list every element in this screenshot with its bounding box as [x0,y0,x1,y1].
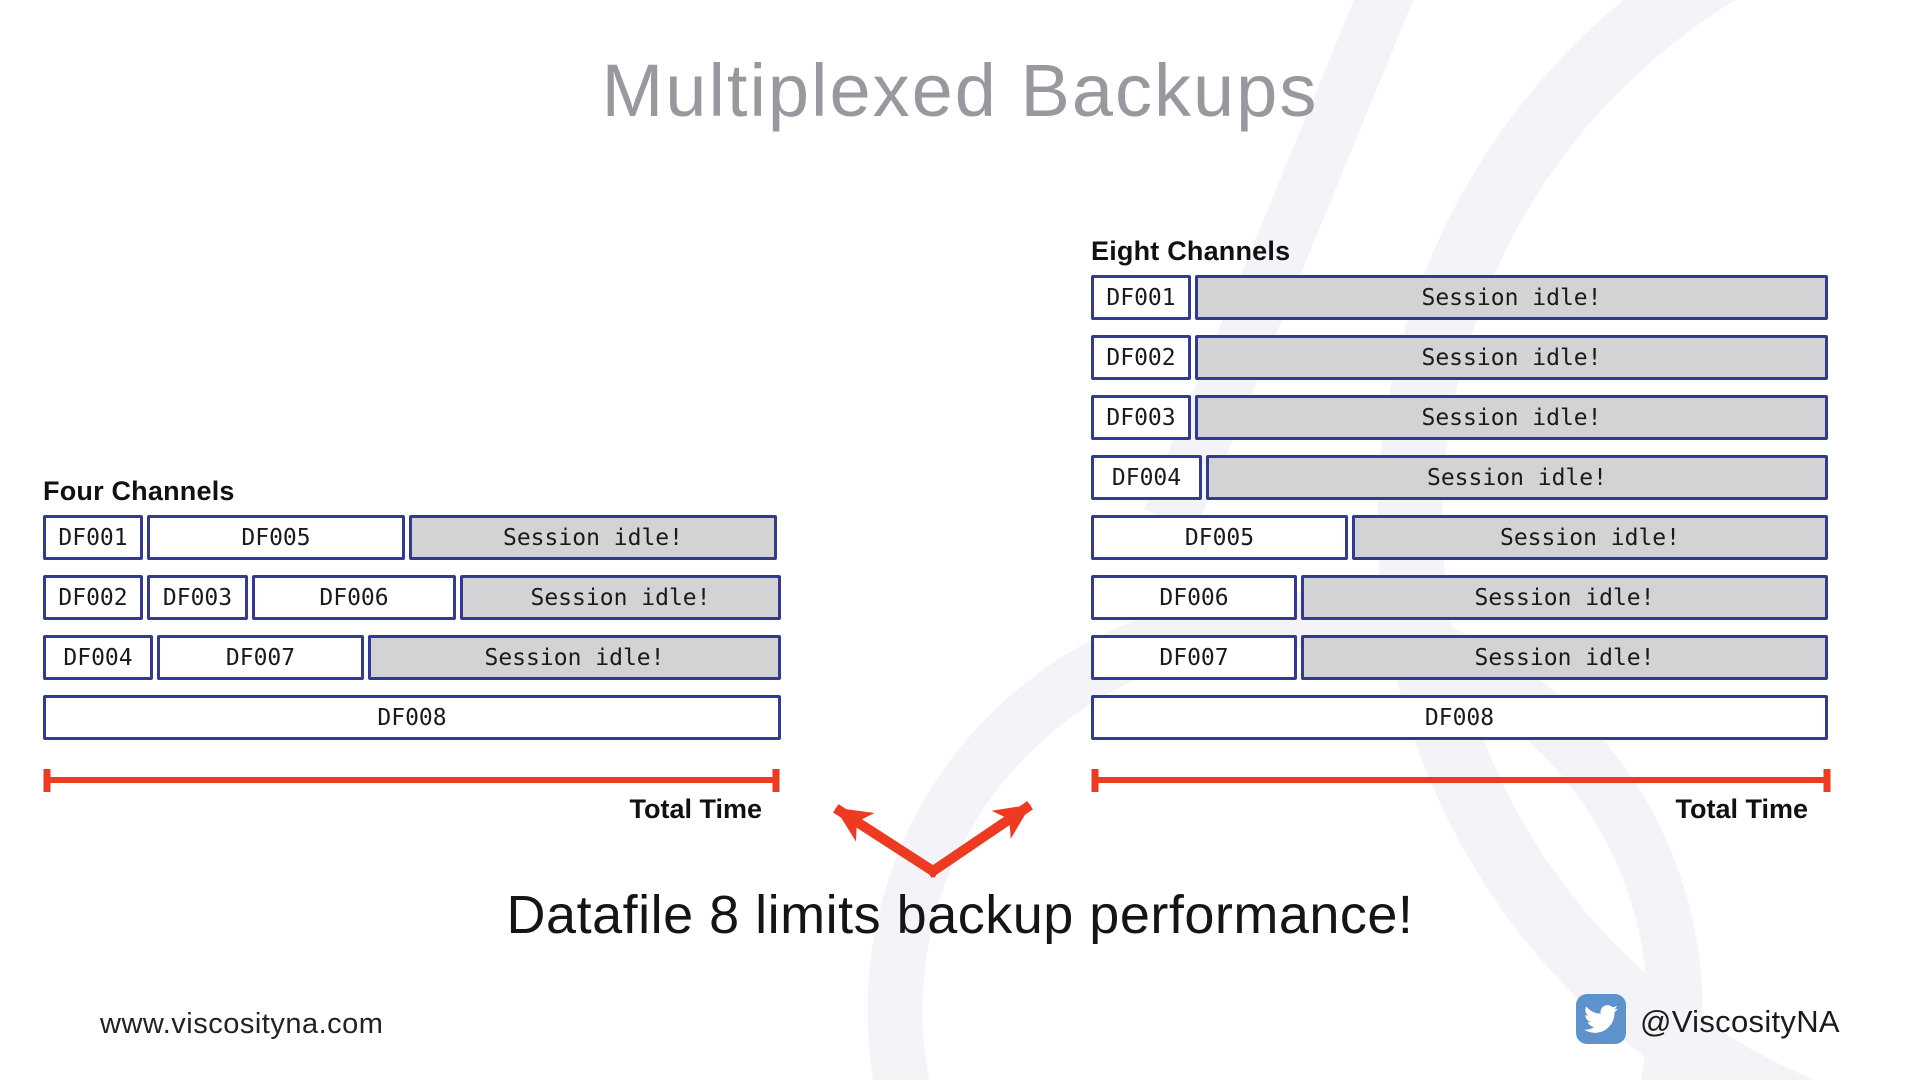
session-idle-segment: Session idle! [460,575,781,620]
datafile-segment: DF006 [252,575,456,620]
session-idle-segment: Session idle! [1352,515,1828,560]
twitter-bird-icon [1584,1005,1618,1033]
website-url: www.viscosityna.com [100,1008,384,1040]
session-idle-segment: Session idle! [409,515,777,560]
datafile-segment: DF004 [1091,455,1202,500]
datafile-segment: DF001 [43,515,143,560]
twitter-handle: @ViscosityNA [1640,1004,1840,1039]
channel-row: DF008 [43,695,781,740]
total-time-label-right: Total Time [1675,794,1808,824]
total-time-label-left: Total Time [629,794,762,824]
session-idle-segment: Session idle! [1301,635,1828,680]
datafile-segment: DF008 [43,695,781,740]
datafile-segment: DF002 [43,575,143,620]
session-idle-segment: Session idle! [1301,575,1828,620]
twitter-icon [1576,994,1626,1044]
datafile-segment: DF001 [1091,275,1191,320]
session-idle-segment: Session idle! [368,635,781,680]
session-idle-segment: Session idle! [1195,395,1828,440]
datafile-segment: DF007 [157,635,364,680]
session-idle-segment: Session idle! [1195,335,1828,380]
datafile-segment: DF004 [43,635,153,680]
datafile-segment: DF007 [1091,635,1297,680]
channel-row: DF008 [1091,695,1828,740]
datafile-segment: DF008 [1091,695,1828,740]
datafile-segment: DF003 [147,575,248,620]
session-idle-segment: Session idle! [1206,455,1828,500]
eight-channels-label: Eight Channels [1091,236,1291,266]
datafile-segment: DF006 [1091,575,1297,620]
callout-text: Datafile 8 limits backup performance! [506,885,1414,945]
page-title: Multiplexed Backups [601,49,1319,132]
session-idle-segment: Session idle! [1195,275,1828,320]
datafile-segment: DF003 [1091,395,1191,440]
datafile-segment: DF002 [1091,335,1191,380]
datafile-segment: DF005 [147,515,405,560]
datafile-segment: DF005 [1091,515,1348,560]
four-channels-label: Four Channels [43,476,235,506]
